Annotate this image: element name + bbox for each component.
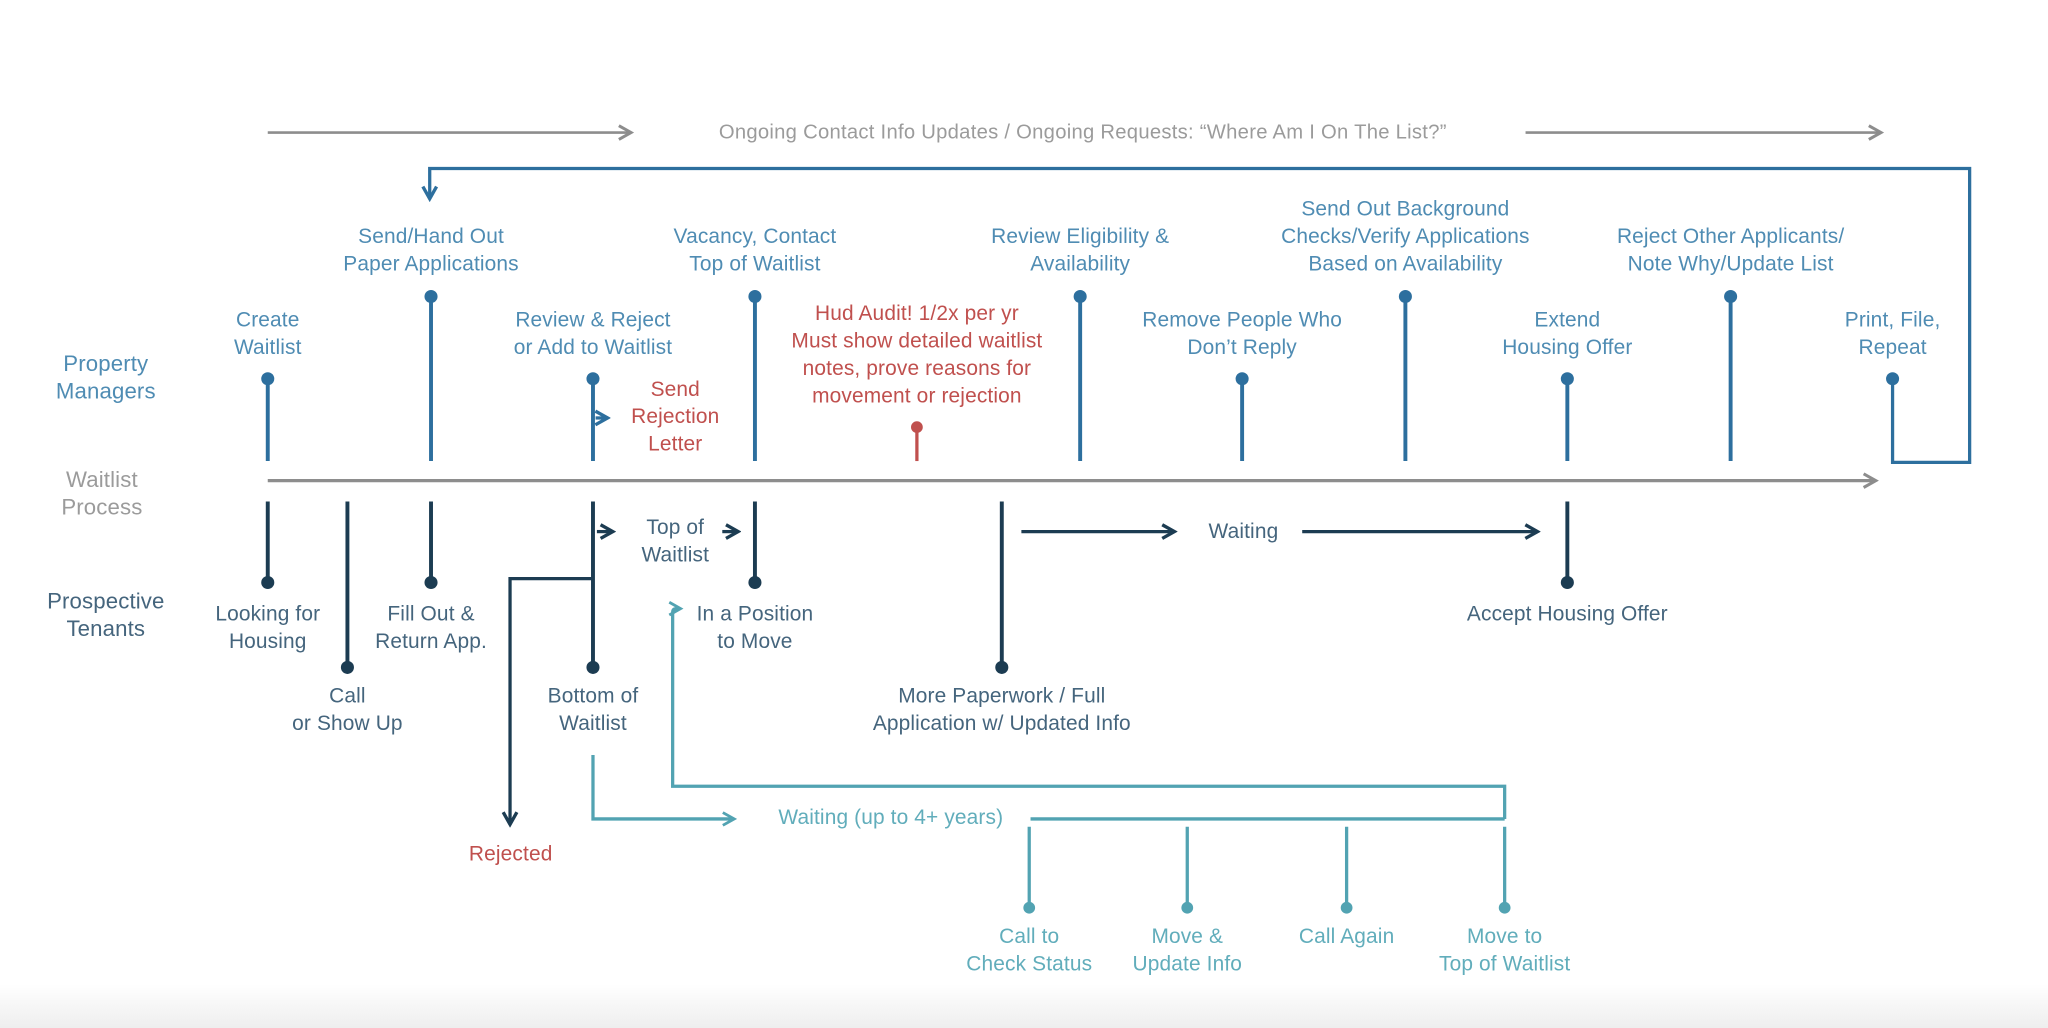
stem-looking-for-housing <box>261 501 275 590</box>
step-reject-other: Reject Other Applicants/ Note Why/Update… <box>1616 225 1845 276</box>
repeat-feedback-loop <box>430 166 1972 464</box>
stem-reject-other <box>1724 289 1738 462</box>
drop-call-again <box>1340 826 1353 914</box>
pm-stems <box>261 289 1738 462</box>
stem-in-position-to-move <box>748 501 762 590</box>
feedback-loop-path <box>430 166 1972 464</box>
step-looking-for-housing: Looking for Housing <box>215 603 321 654</box>
stem-background-checks <box>1398 289 1412 462</box>
drop-call-to-check <box>1023 826 1036 914</box>
stem-vacancy-contact <box>748 289 762 462</box>
stem-send-hand-out <box>424 289 438 462</box>
hud-audit-note: Hud Audit! 1/2x per yr Must show detaile… <box>791 303 1043 408</box>
step-call-to-check: Call to Check Status <box>966 926 1093 976</box>
step-accept-offer: Accept Housing Offer <box>1466 603 1668 626</box>
bottom-to-waiting-path <box>591 754 733 819</box>
stem-accept-offer <box>1560 501 1574 590</box>
waiting-years-label: Waiting (up to 4+ years) <box>778 807 1004 830</box>
step-background-checks: Send Out Background Checks/Verify Applic… <box>1281 198 1530 276</box>
step-vacancy-contact: Vacancy, Contact Top of Waitlist <box>673 225 837 276</box>
step-more-paperwork: More Paperwork / Full Application w/ Upd… <box>872 685 1131 736</box>
step-move-update: Move & Update Info <box>1132 926 1243 976</box>
rejected-branch <box>510 576 593 823</box>
stem-extend-offer <box>1560 372 1574 462</box>
hud-audit-pin-dot <box>911 421 923 433</box>
step-rejected: Rejected <box>468 843 553 866</box>
drop-move-update <box>1181 826 1194 914</box>
lane-label-waitlist-process: Waitlist Process <box>61 467 143 520</box>
ongoing-updates-note: Ongoing Contact Info Updates / Ongoing R… <box>718 121 1447 144</box>
step-fill-out-return: Fill Out & Return App. <box>375 603 487 654</box>
step-remove-people: Remove People Who Don’t Reply <box>1142 309 1342 360</box>
step-extend-offer: Extend Housing Offer <box>1502 309 1633 360</box>
step-waiting: Waiting <box>1208 521 1279 544</box>
stem-create-waitlist <box>261 372 275 462</box>
step-in-position-to-move: In a Position to Move <box>696 603 814 654</box>
stem-review-eligibility <box>1073 289 1087 462</box>
print-file-repeat-dot <box>1886 372 1900 386</box>
tenant-stems <box>261 501 1574 674</box>
stem-fill-out-return <box>424 501 438 590</box>
stem-more-paperwork <box>995 501 1009 674</box>
step-print-file-repeat: Print, File, Repeat <box>1844 309 1941 360</box>
step-call-or-show-up: Call or Show Up <box>292 685 403 736</box>
stem-call-or-show-up <box>340 501 354 674</box>
step-bottom-of-waitlist: Bottom of Waitlist <box>547 685 639 736</box>
step-send-rejection-letter: Send Rejection Letter <box>631 378 720 456</box>
lane-label-prospective-tenants: Prospective Tenants <box>47 589 165 642</box>
long-waiting-loop <box>591 609 1511 914</box>
step-review-reject-add: Review & Reject or Add to Waitlist <box>513 309 673 360</box>
step-top-of-waitlist: Top of Waitlist <box>641 517 710 567</box>
waiting-loop-drops <box>1023 826 1511 914</box>
hud-audit-pin <box>911 421 923 462</box>
stem-bottom-of-waitlist <box>586 501 600 674</box>
waiting-to-in-position-path <box>673 609 1507 819</box>
step-create-waitlist: Create Waitlist <box>233 309 302 360</box>
step-send-hand-out: Send/Hand Out Paper Applications <box>343 225 519 276</box>
stem-review-reject-add <box>586 372 600 462</box>
step-move-to-top: Move to Top of Waitlist <box>1439 926 1571 976</box>
stem-remove-people <box>1235 372 1249 462</box>
step-call-again: Call Again <box>1298 926 1395 949</box>
lane-label-property-managers: Property Managers <box>55 351 156 404</box>
drop-move-to-top <box>1498 826 1511 914</box>
step-review-eligibility: Review Eligibility & Availability <box>991 225 1170 276</box>
